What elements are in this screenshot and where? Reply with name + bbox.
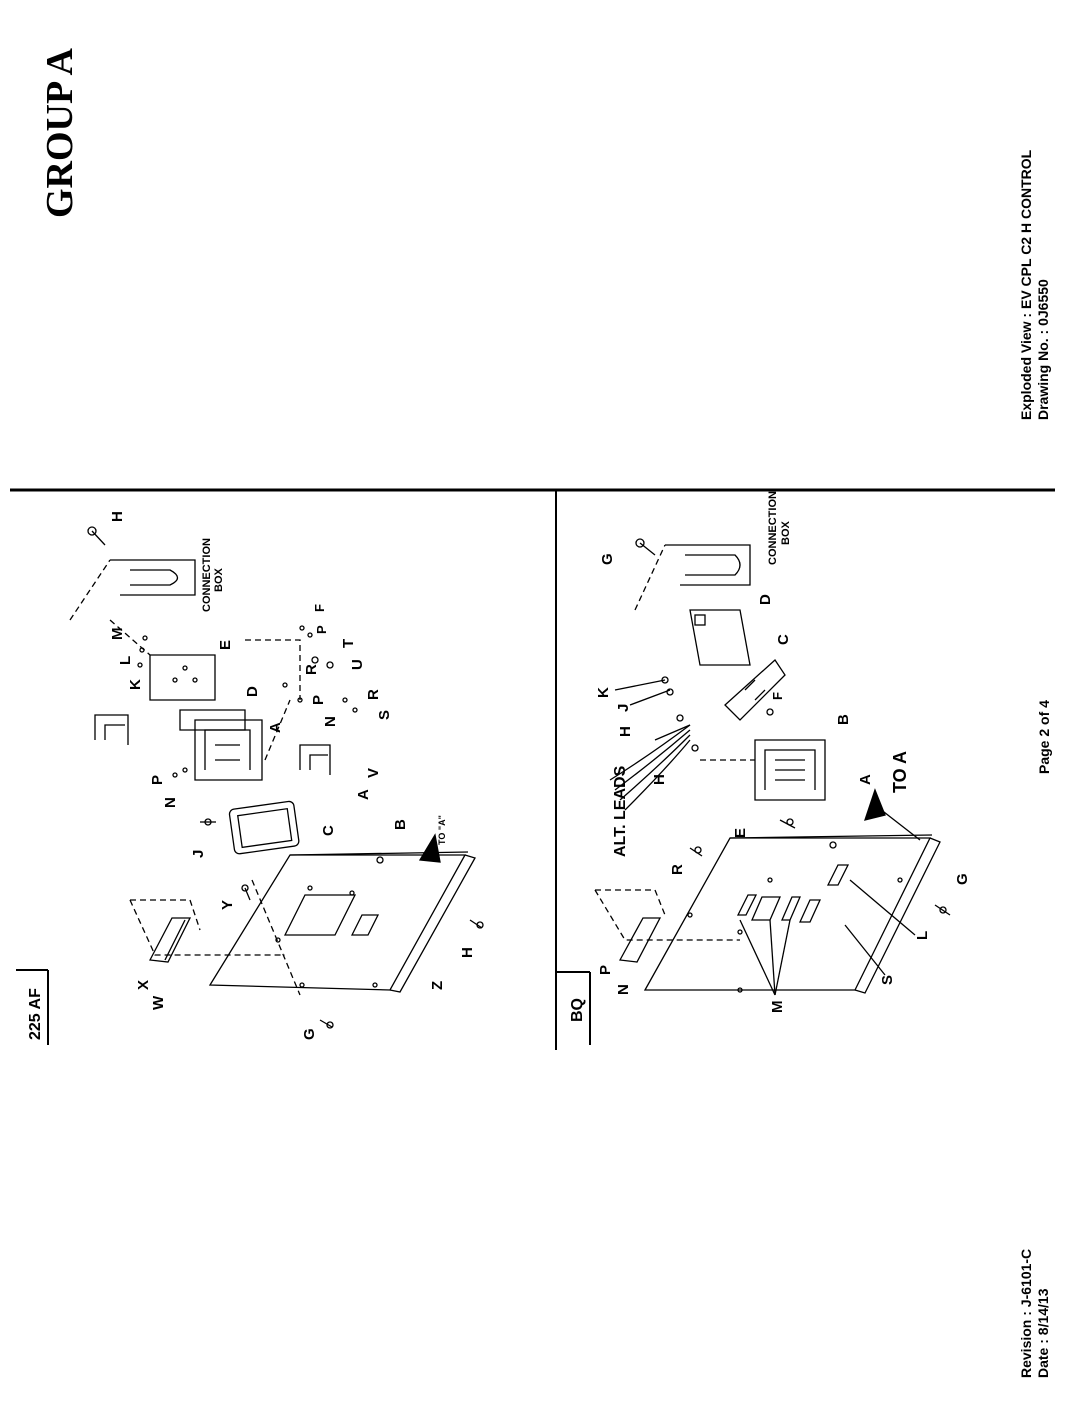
callout: C	[775, 634, 792, 645]
callout: V	[365, 768, 382, 778]
callout: C	[320, 825, 337, 836]
callout: B	[392, 819, 409, 830]
to-a-label: TO A	[890, 751, 910, 793]
callout: L	[117, 656, 134, 665]
callout: R	[303, 664, 320, 675]
tag-225af: 225 AF	[27, 988, 44, 1040]
callout: N	[615, 984, 632, 995]
connection-box-label: CONNECTION	[767, 491, 779, 565]
mounting-plate	[210, 855, 465, 990]
callout: S	[879, 975, 896, 985]
callout: U	[349, 659, 366, 670]
callout: K	[127, 679, 144, 690]
callout: F	[312, 604, 327, 612]
bracket-v	[300, 745, 330, 775]
callout: A	[267, 722, 284, 733]
callout: Y	[219, 900, 236, 910]
callout: D	[757, 594, 774, 605]
callout: W	[150, 995, 167, 1010]
callout: G	[954, 873, 971, 885]
callout: E	[217, 640, 234, 650]
callout: F	[770, 692, 785, 700]
callout: T	[340, 639, 357, 648]
panel-top-drawing	[70, 527, 483, 1028]
connection-box-label: BOX	[780, 521, 792, 546]
callout: R	[669, 864, 686, 875]
callout: P	[310, 695, 327, 705]
bracket-a-top	[95, 715, 128, 745]
callout: Z	[429, 981, 446, 990]
connection-box-bottom	[665, 545, 750, 585]
callout: M	[769, 1001, 786, 1014]
to-a-note: TO "A"	[437, 815, 447, 845]
callout: P	[149, 775, 166, 785]
connection-box-label: CONNECTION	[201, 538, 213, 612]
callout: B	[835, 714, 852, 725]
plate-cutout	[285, 895, 355, 935]
callout: G	[301, 1028, 318, 1040]
connection-box-top	[110, 560, 195, 595]
callout: H	[651, 774, 668, 785]
tag-box-225af: 225 AF	[16, 970, 48, 1045]
alt-leads-label: ALT. LEADS	[612, 765, 629, 857]
tag-box-bq: BQ	[556, 972, 590, 1045]
callout: A	[857, 774, 874, 785]
callout: R	[365, 689, 382, 700]
connection-box-label: BOX	[213, 568, 225, 593]
callout: S	[376, 710, 393, 720]
box-d	[690, 610, 750, 665]
plate-e	[150, 655, 215, 700]
callout: H	[109, 511, 126, 522]
callout: H	[459, 947, 476, 958]
callout: E	[732, 828, 749, 838]
callout: X	[135, 980, 152, 990]
callout: N	[322, 716, 339, 727]
panel-top-callouts: H M L K E D A P N J C B Y X W G Z H F P …	[109, 511, 476, 1040]
callout: A	[355, 789, 372, 800]
callout: L	[914, 931, 931, 940]
callout: P	[314, 625, 329, 634]
tag-bq: BQ	[569, 998, 586, 1022]
callout: M	[109, 628, 126, 641]
callout: G	[599, 553, 616, 565]
callout: J	[615, 704, 632, 712]
callout: D	[244, 686, 261, 697]
terminal-block-c	[725, 660, 785, 720]
callout: P	[597, 965, 614, 975]
callout: K	[595, 687, 612, 698]
callout: H	[617, 726, 634, 737]
callout: J	[190, 850, 207, 858]
callout: N	[162, 797, 179, 808]
